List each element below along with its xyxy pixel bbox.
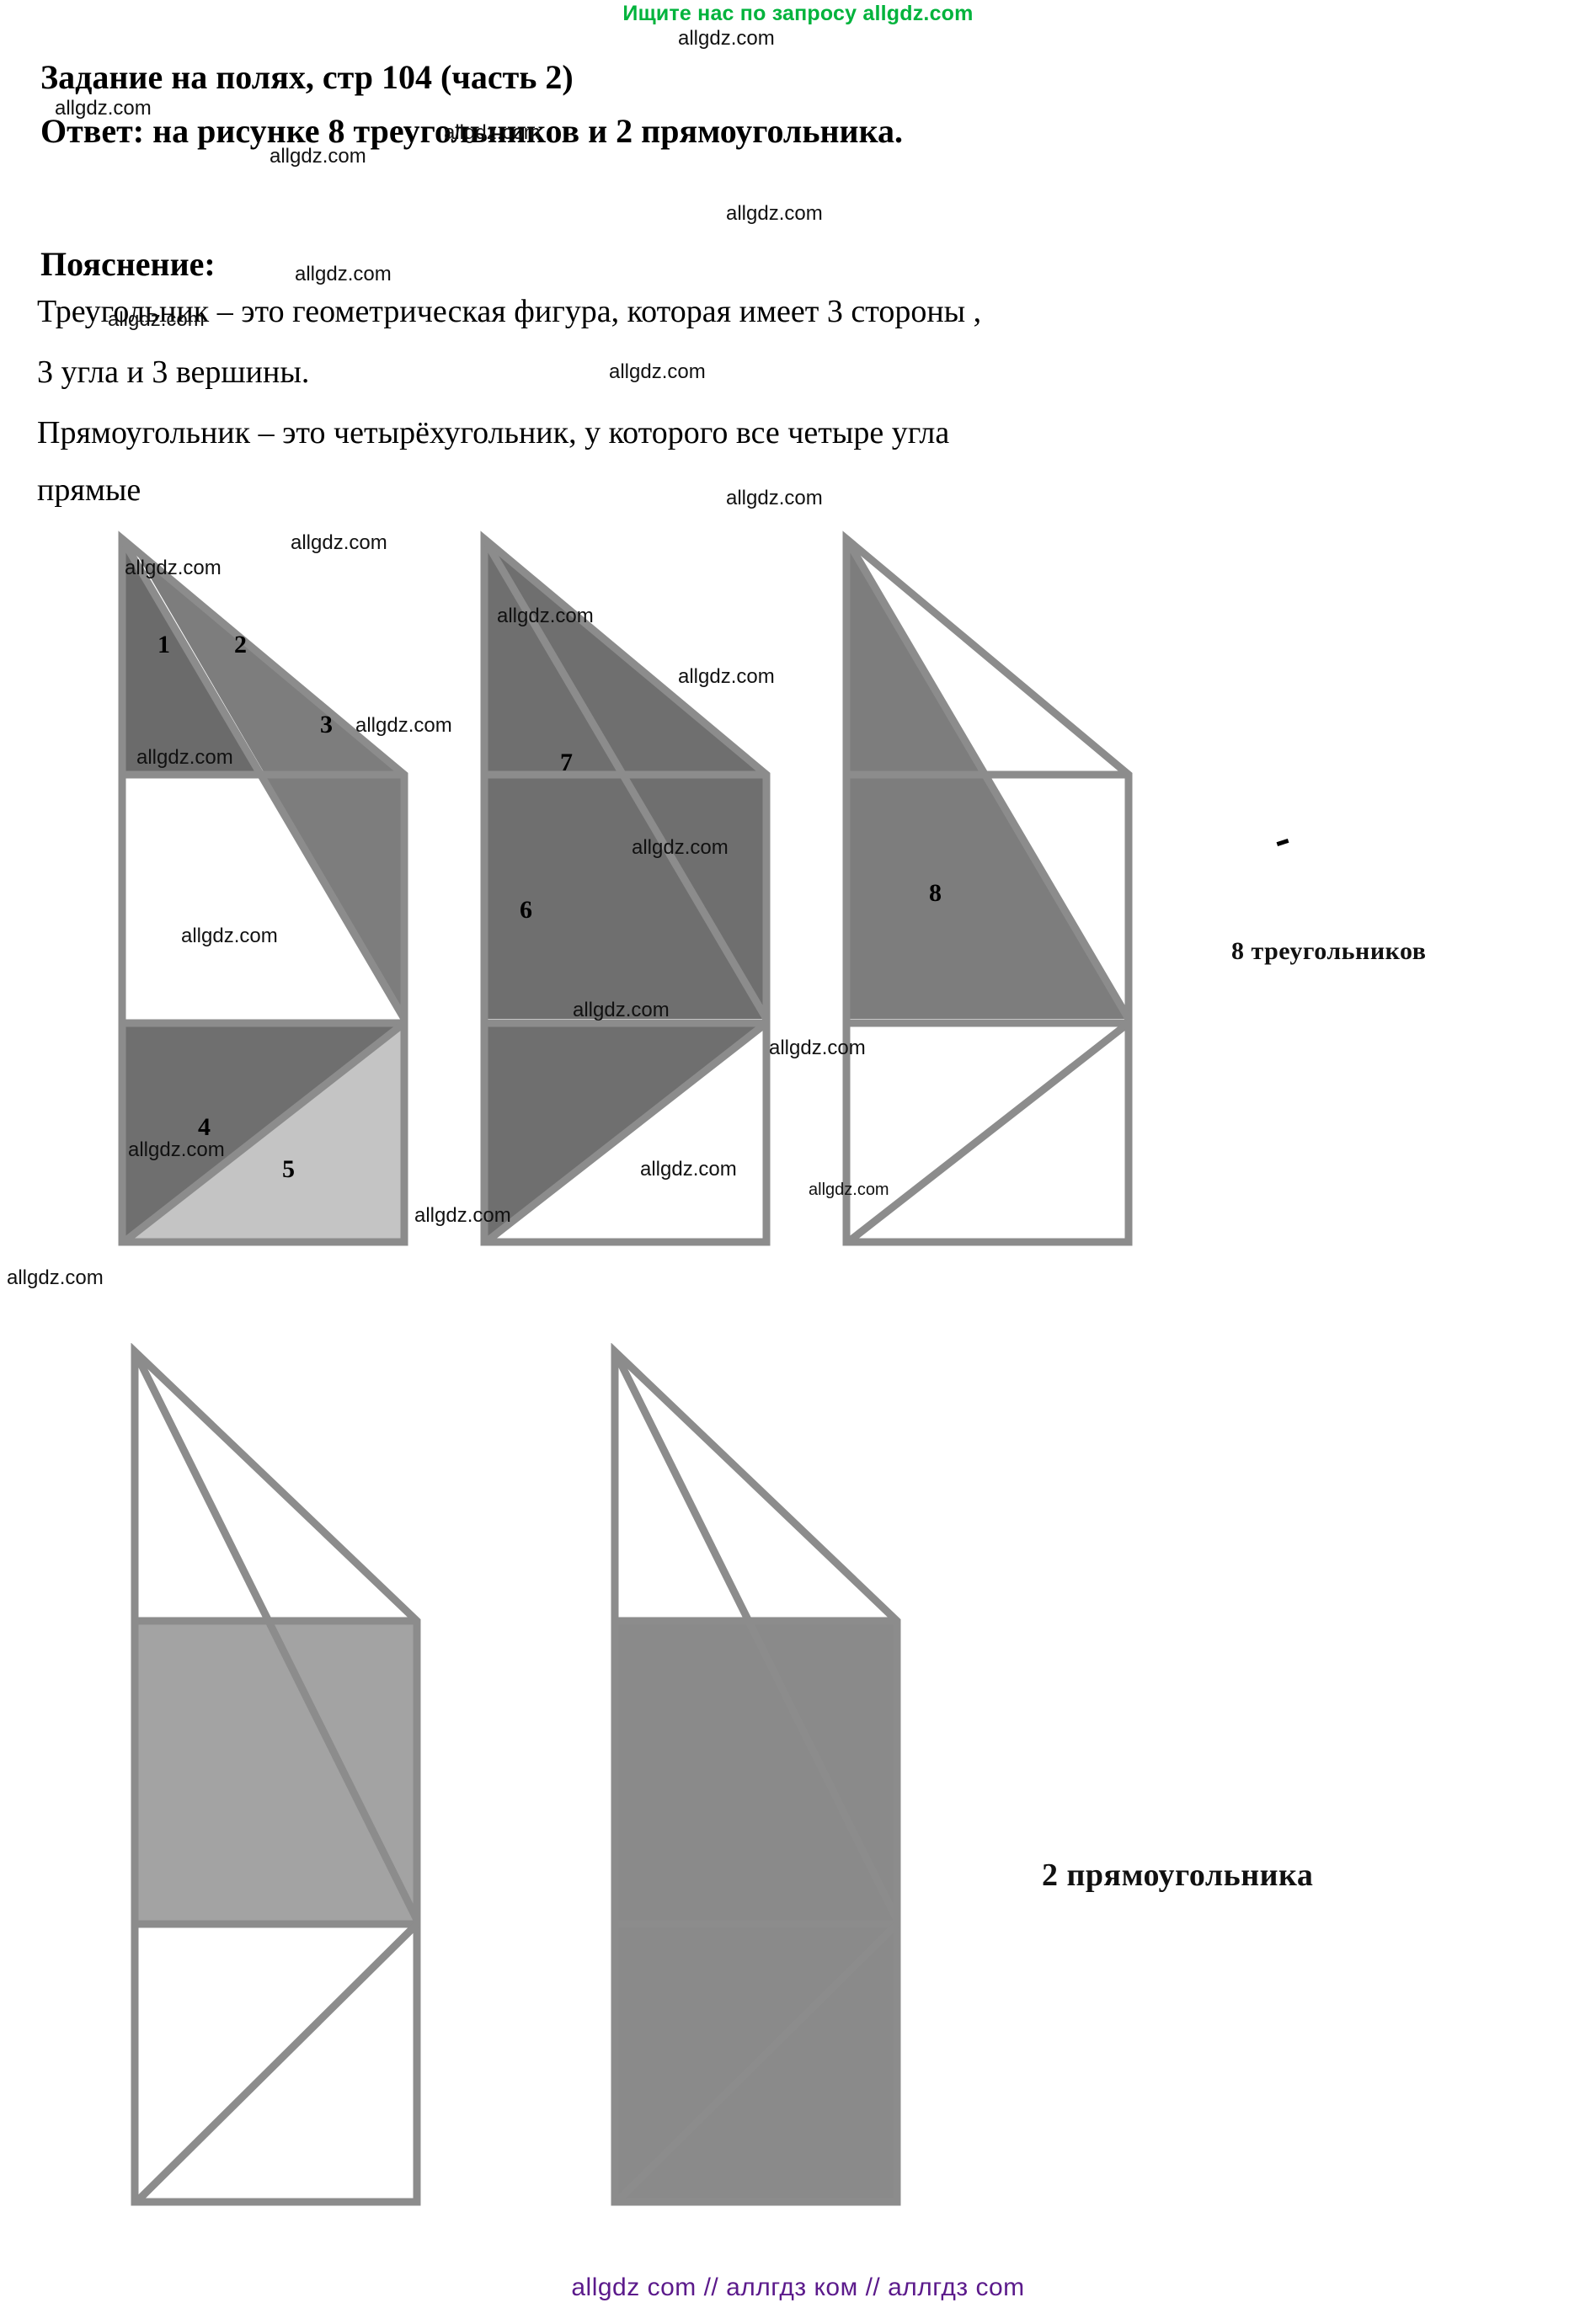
figure-numbered-shapes-1: 1 2 3 4 5 [114, 530, 417, 1255]
figure-rectangle-highlight-1 [126, 1343, 438, 2219]
diagonal-upper [119, 536, 408, 1021]
diagonal-upper [843, 536, 1132, 1021]
region-label-7: 7 [560, 749, 573, 776]
watermark-23: allgdz.com [7, 1266, 104, 1289]
highlight-rectangle [135, 1621, 417, 1924]
region-label-1: 1 [157, 631, 170, 658]
figure-outline [842, 530, 1133, 1246]
region-label-5: 5 [282, 1155, 295, 1183]
figure-numbered-shapes-2: 7 6 [476, 530, 779, 1255]
diagonal-lower [846, 1020, 1131, 1245]
watermark-5: allgdz.com [295, 263, 392, 285]
summary-triangles: 8 треугольников [1231, 937, 1427, 965]
figure-outline [131, 1343, 421, 2206]
stray-tick-mark [1276, 838, 1289, 847]
explanation-title: Пояснение: [40, 245, 216, 283]
diagonal-lower [613, 1921, 900, 2205]
diagonal-upper [131, 1349, 421, 1922]
figure-rectangle-highlight-2 [606, 1343, 918, 2219]
watermark-7: allgdz.com [609, 360, 706, 383]
answer-line: Ответ: на рисунке 8 треугольников и 2 пр… [40, 112, 904, 150]
summary-rectangles: 2 прямоугольника [1042, 1858, 1314, 1893]
explanation-line-1: Треугольник – это геометрическая фигура,… [37, 294, 982, 329]
footer-brand: allgdz com // аллгдз ком // аллгдз com [571, 2273, 1025, 2301]
region-label-3: 3 [320, 711, 333, 738]
region-8-shape [846, 776, 1129, 1019]
watermark-4: allgdz.com [726, 202, 823, 225]
figure-outline [480, 530, 771, 1246]
region-label-2: 2 [234, 631, 247, 658]
watermark-8: allgdz.com [726, 487, 823, 509]
figure-numbered-shapes-3: 8 [838, 530, 1141, 1255]
diagonal-upper [481, 536, 770, 1021]
highlight-rectangle-upper [615, 1621, 897, 1924]
region-6-shape [484, 776, 766, 1019]
figure-outline [611, 1343, 901, 2206]
diagonal-upper [611, 1349, 901, 1922]
watermark-0: allgdz.com [678, 27, 775, 50]
region-label-4: 4 [198, 1113, 211, 1141]
region-label-6: 6 [520, 896, 532, 924]
figure-outline [118, 530, 408, 1246]
region-label-8: 8 [929, 879, 942, 907]
diagonal-lower [133, 1921, 420, 2205]
search-banner: Ищите нас по запросу allgdz.com [622, 2, 974, 25]
explanation-line-4: прямые [37, 472, 141, 508]
page-title: Задание на полях, стр 104 (часть 2) [40, 58, 574, 96]
diagonal-lower [121, 1020, 407, 1245]
explanation-line-2: 3 угла и 3 вершины. [37, 354, 310, 390]
diagonal-lower [483, 1020, 769, 1245]
explanation-line-3: Прямоугольник – это четырёхугольник, у к… [37, 415, 950, 450]
